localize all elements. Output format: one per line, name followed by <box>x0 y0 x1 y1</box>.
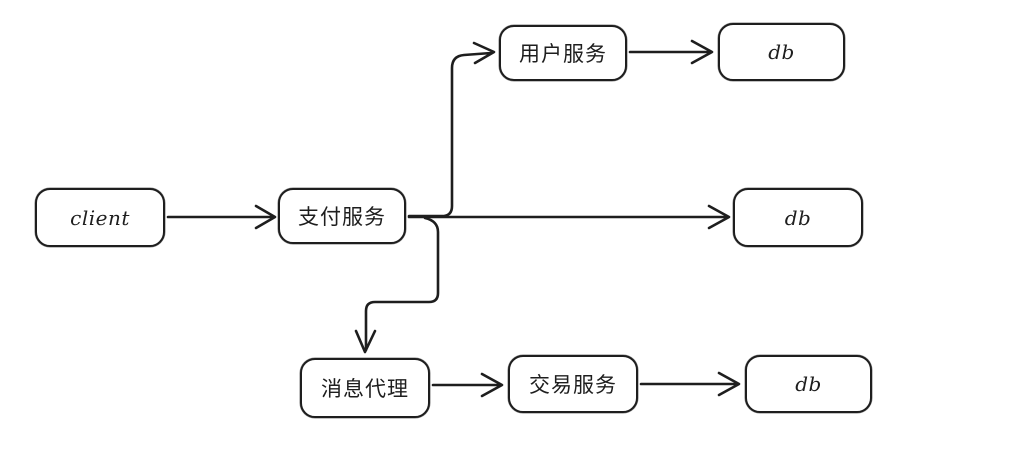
node-db-bottom: db <box>745 355 872 413</box>
edge-payment-service-to-db-middle <box>407 204 731 230</box>
node-message-broker-label: 消息代理 <box>321 377 409 401</box>
edge-client-to-payment-service <box>166 204 277 230</box>
node-payment-service-label: 支付服务 <box>298 205 386 229</box>
node-payment-service: 支付服务 <box>278 188 406 244</box>
node-db-middle: db <box>733 188 863 247</box>
node-client-label: client <box>70 205 130 230</box>
node-client: client <box>35 188 165 247</box>
node-message-broker: 消息代理 <box>300 358 430 418</box>
node-db-top-label: db <box>768 40 795 64</box>
node-transaction-service: 交易服务 <box>508 355 638 413</box>
edge-message-broker-to-transaction-service <box>431 372 504 398</box>
node-db-middle-label: db <box>784 205 812 230</box>
node-transaction-service-label: 交易服务 <box>529 373 617 397</box>
node-user-service-label: 用户服务 <box>519 42 607 66</box>
edge-transaction-service-to-db-bottom <box>639 371 741 397</box>
node-db-top: db <box>718 23 845 81</box>
node-user-service: 用户服务 <box>499 25 627 81</box>
edge-payment-service-to-user-service <box>407 41 496 218</box>
edge-user-service-to-db-top <box>628 39 714 65</box>
edge-payment-service-to-message-broker <box>354 216 440 354</box>
node-db-bottom-label: db <box>795 372 822 396</box>
